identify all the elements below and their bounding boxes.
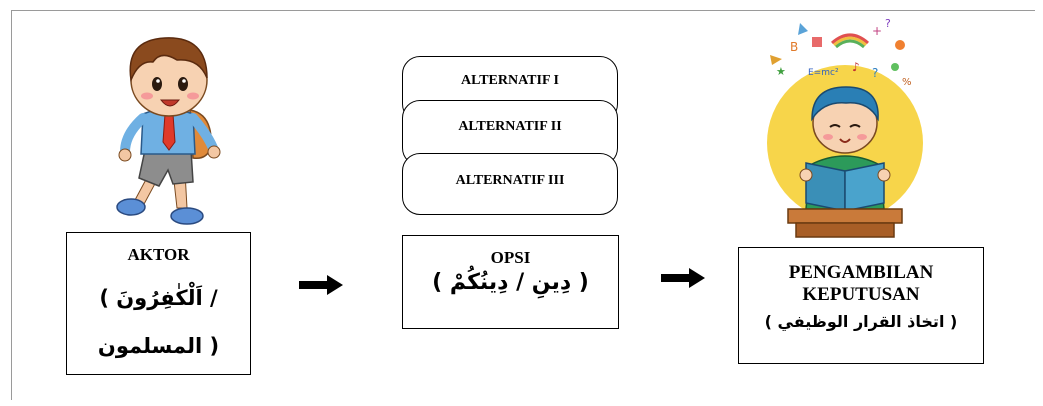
svg-text:?: ? <box>872 66 878 80</box>
diagram-frame <box>11 10 1035 400</box>
svg-text:+: + <box>872 24 882 38</box>
svg-text:★: ★ <box>776 65 786 78</box>
student-boy-illustration <box>116 37 221 225</box>
alternative-1-label: ALTERNATIF I <box>461 73 559 88</box>
decision-title-line1: PENGAMBILAN <box>788 262 934 283</box>
alternative-3: ALTERNATIF III <box>402 153 618 215</box>
decision-title-line2: KEPUTUSAN <box>802 284 920 305</box>
actor-arabic-line1: / اَلْكٰفِرُونَ ) <box>99 286 218 310</box>
svg-text:B: B <box>790 40 798 54</box>
option-box: OPSI ( دِينِ / دِينُكُمْ ) <box>402 235 619 329</box>
alternative-3-label: ALTERNATIF III <box>455 173 565 188</box>
right-arrow-icon <box>661 268 705 288</box>
actor-box: AKTOR / اَلْكٰفِرُونَ ) ( المسلمون <box>66 232 251 375</box>
decision-box: PENGAMBILAN KEPUTUSAN ( اتخاذ القرار الو… <box>738 247 984 364</box>
option-arabic: ( دِينِ / دِينُكُمْ ) <box>432 270 589 295</box>
alternative-2-label: ALTERNATIF II <box>458 119 562 134</box>
right-arrow-icon <box>299 275 343 295</box>
svg-text:%: % <box>902 77 912 88</box>
svg-text:E=mc²: E=mc² <box>808 68 839 78</box>
decision-arabic: ( اتخاذ القرار الوظيفي ) <box>764 312 958 331</box>
svg-text:?: ? <box>885 17 891 30</box>
reading-boy-illustration: B + ? ★ E=mc² ♪ ? % <box>767 17 923 238</box>
svg-text:♪: ♪ <box>852 60 860 74</box>
actor-title: AKTOR <box>127 245 190 264</box>
actor-arabic-line2: ( المسلمون <box>97 334 220 358</box>
option-title: OPSI <box>490 248 531 267</box>
